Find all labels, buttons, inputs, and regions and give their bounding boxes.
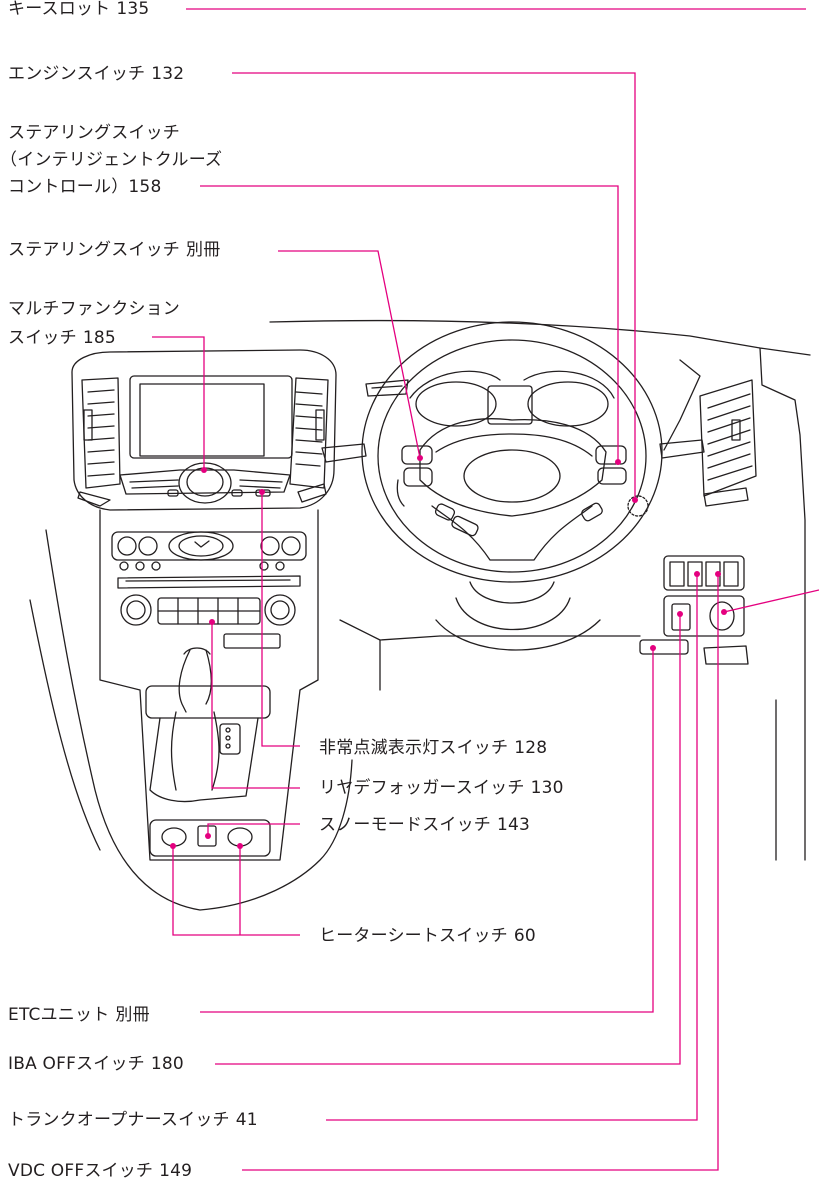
- left-vent: [77, 377, 121, 507]
- dash-right-edge: [759, 347, 806, 861]
- leader-etc-unit: [200, 648, 654, 1013]
- multifunction-label-line1: マルチファンクション: [8, 299, 180, 319]
- lower-switches: [149, 819, 271, 857]
- steering-icc-label-line3: コントロール）158: [8, 177, 162, 197]
- steering-icc-label-line2: （インテリジェントクルーズ: [0, 150, 223, 170]
- left-dash-vent: [365, 379, 409, 397]
- leader-steering-switch: [278, 250, 421, 459]
- leader-right-offpage: [723, 589, 819, 613]
- leader-vdc-off: [242, 574, 719, 1171]
- lower-right-switch-panel: [339, 555, 749, 691]
- leader-multifunction: [152, 336, 205, 470]
- leader-engine-switch: [232, 72, 636, 500]
- shift-lever: [145, 647, 271, 803]
- leader-snow-mode: [207, 823, 300, 836]
- key-slot-marker: [627, 495, 649, 517]
- center-stack: [29, 349, 353, 911]
- leader-trunk-opener: [326, 574, 698, 1121]
- leader-iba-off: [215, 614, 681, 1065]
- steering-switch-label: ステアリングスイッチ別冊: [8, 240, 221, 260]
- etc-unit-label: ETCユニット別冊: [8, 1005, 150, 1025]
- leader-heater-seat: [172, 846, 300, 936]
- leader-rear-defogger: [211, 622, 300, 789]
- dash-top-line: [269, 319, 811, 356]
- clock-panel: [111, 531, 307, 589]
- navigation-display: [129, 375, 293, 459]
- right-vent: [289, 377, 329, 503]
- leader-hazard: [261, 492, 300, 747]
- climate-controls: [120, 594, 296, 649]
- leader-steering-icc: [200, 185, 619, 462]
- steering-wheel: [321, 321, 705, 651]
- steering-icc-label-line1: ステアリングスイッチ: [8, 123, 180, 143]
- right-vent-driver: [663, 359, 757, 507]
- multifunction-controller: [119, 462, 291, 504]
